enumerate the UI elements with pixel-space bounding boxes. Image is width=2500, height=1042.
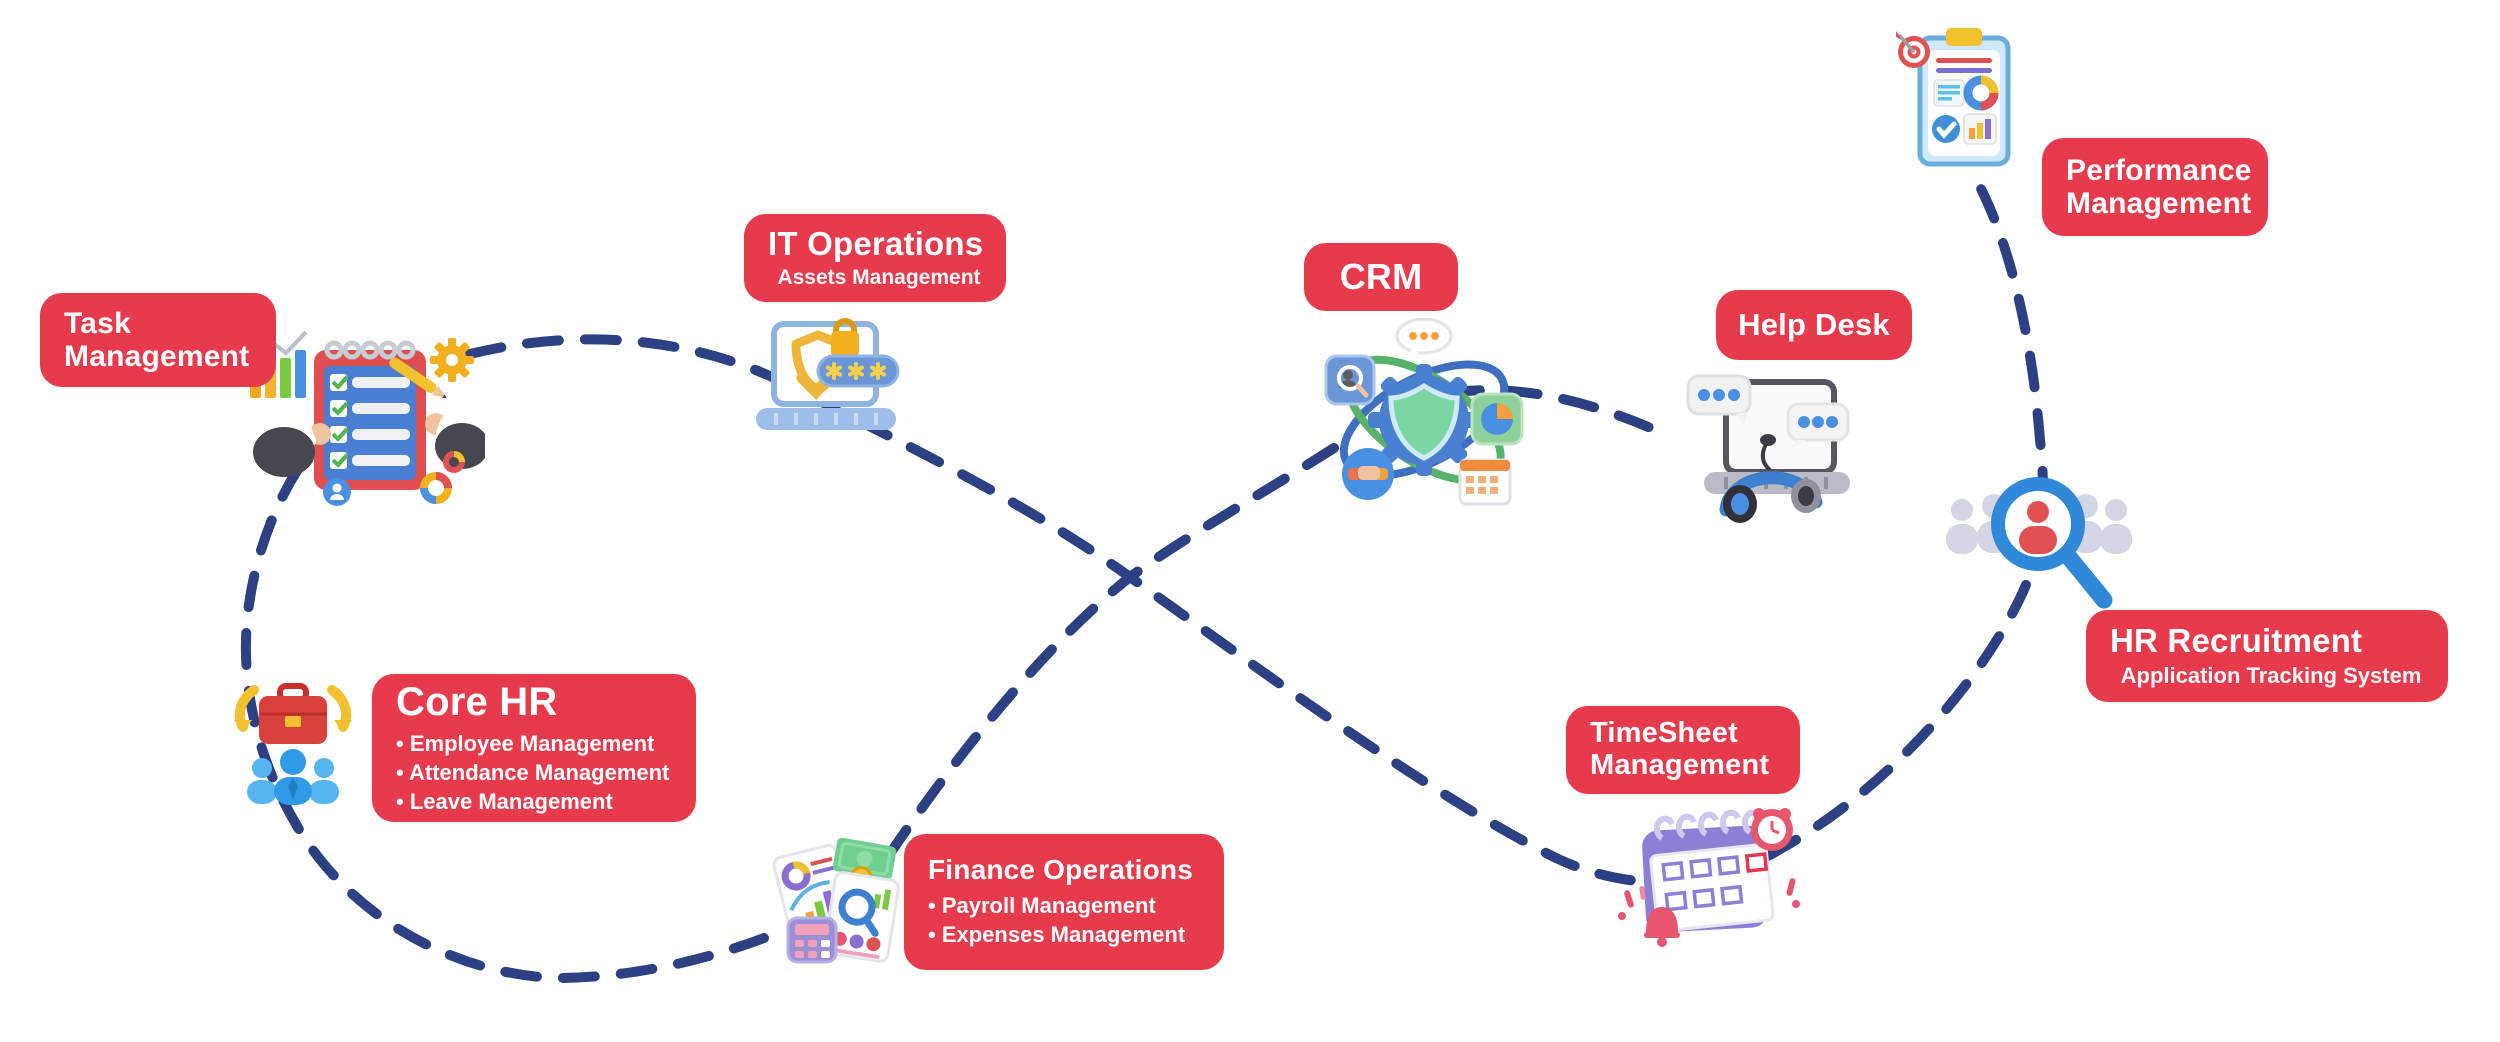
- performance-management-label: Performance Management: [2042, 138, 2268, 236]
- hr-recruitment-label: HR Recruitment Application Tracking Syst…: [2086, 610, 2448, 702]
- it-operations-subtitle: Assets Management: [777, 266, 981, 290]
- timesheet-management-title: TimeSheet Management: [1590, 717, 1770, 781]
- laptop-headset-chat-icon: [1686, 374, 1864, 534]
- path-finance-to-task: [240, 389, 769, 984]
- notepad: [314, 340, 426, 490]
- hr-recruitment-subtitle: Application Tracking System: [2120, 663, 2422, 689]
- finance-operations-bullet: Payroll Management: [928, 891, 1208, 920]
- donut-chart-icon: [1963, 75, 1999, 111]
- selected-candidate: [2027, 501, 2049, 523]
- microphone-icon: [1760, 434, 1776, 472]
- deadline-cell: [1744, 852, 1769, 873]
- alert-marks: [1618, 878, 1800, 920]
- timesheet-management-label: TimeSheet Management: [1566, 706, 1800, 794]
- briefcase-team-icon: [224, 674, 362, 814]
- core-hr-bullet: Employee Management: [396, 729, 680, 758]
- magnifier-icon: [1991, 477, 2113, 609]
- briefcase-icon: [259, 683, 327, 744]
- magnifier-candidate-icon: [1946, 464, 2134, 644]
- task-checklist-icon: [240, 318, 485, 508]
- clipboard-target-report-icon: [1896, 24, 2018, 174]
- crm-shield-gear-orbit-icon: [1320, 318, 1528, 518]
- crm-label: CRM: [1304, 243, 1458, 311]
- gear-shield: [1368, 364, 1480, 476]
- note-card: [1933, 79, 1965, 107]
- chat-bubble-left-icon: [1686, 374, 1752, 426]
- core-hr-bullets: Employee Management Attendance Managemen…: [396, 729, 680, 816]
- right-hand: [425, 413, 485, 469]
- spiral-rings: [1653, 809, 1763, 841]
- task-management-label: Task Management: [40, 293, 276, 387]
- path-crm-to-finance: [861, 443, 1339, 895]
- laptop-base: [756, 408, 896, 430]
- pencil-icon: [389, 357, 447, 399]
- left-hand: [253, 423, 331, 477]
- small-donut-icon: [443, 451, 465, 473]
- finance-operations-bullet: Expenses Management: [928, 920, 1208, 949]
- pie-chart-badge-icon: [1470, 392, 1524, 446]
- password-asterisks: [826, 362, 886, 380]
- donut-chart-icon: [420, 472, 452, 504]
- it-operations-label: IT Operations Assets Management: [744, 214, 1006, 302]
- finance-operations-title: Finance Operations: [928, 854, 1193, 886]
- person-badge-icon: [323, 478, 351, 506]
- task-management-title: Task Management: [64, 307, 250, 373]
- headset-icon: [1719, 471, 1823, 523]
- calendar-alarm-bell-icon: [1610, 794, 1808, 948]
- chat-bubble-right-icon: [1786, 402, 1850, 450]
- charts-money-calculator-icon: [770, 834, 902, 966]
- calculator-icon: [786, 916, 838, 964]
- hr-recruitment-title: HR Recruitment: [2110, 621, 2363, 659]
- core-hr-title: Core HR: [396, 679, 558, 724]
- help-desk-label: Help Desk: [1716, 290, 1912, 360]
- finance-operations-label: Finance Operations Payroll Management Ex…: [904, 834, 1224, 970]
- crm-title: CRM: [1339, 256, 1423, 298]
- team-icon: [247, 749, 339, 805]
- target-dart-icon: [1896, 31, 1930, 68]
- checklist-rows: [330, 374, 410, 469]
- bar-chart-card-icon: [1963, 113, 1997, 145]
- search-person-badge-icon: [1324, 354, 1376, 406]
- path-crm-to-helpdesk: [1443, 385, 1665, 437]
- gear-icon: [430, 338, 474, 382]
- calendar-badge-icon: [1458, 458, 1512, 506]
- handshake-badge-icon: [1342, 448, 1394, 500]
- bell-icon: [1644, 907, 1680, 947]
- core-hr-bullet: Attendance Management: [396, 758, 680, 787]
- core-hr-bullet: Leave Management: [396, 787, 680, 816]
- chat-bubble-icon: [1395, 318, 1453, 360]
- performance-management-title: Performance Management: [2066, 154, 2252, 220]
- help-desk-title: Help Desk: [1738, 306, 1890, 342]
- it-operations-title: IT Operations: [768, 224, 984, 262]
- clipboard-clip: [1946, 28, 1982, 46]
- password-lock: [816, 318, 900, 388]
- alarm-clock-icon: [1751, 808, 1793, 851]
- check-circle-icon: [1932, 115, 1960, 143]
- finance-operations-bullets: Payroll Management Expenses Management: [928, 891, 1208, 949]
- laptop-shield-password-icon: [746, 314, 908, 444]
- core-hr-label: Core HR Employee Management Attendance M…: [372, 674, 696, 822]
- calendar-page: [1649, 843, 1775, 933]
